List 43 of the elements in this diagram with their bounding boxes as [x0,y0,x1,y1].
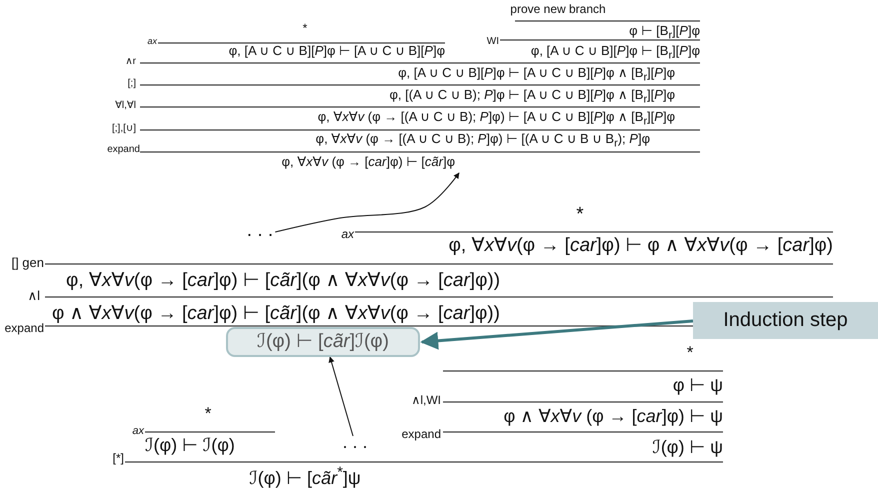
sequent-formula: φ ∧ ∀x∀v (φ → [car]φ) ⊢ ψ [504,406,723,427]
sequent-formula: ℐ(φ) ⊢ [cãr$^{*}$]ψ [249,464,361,488]
sequent-formula: φ ⊢ ψ [672,375,723,396]
rule-name: [;],[∪] [112,123,136,134]
rule-name: ∧l,WI [412,394,441,408]
rule-name: ∀l,∀l [115,100,136,112]
ellipsis: . . . [246,220,274,242]
sequent-formula: φ ∧ ∀x∀v(φ → [car]φ) ⊢ [cãr](φ ∧ ∀x∀v(φ → [car]φ)) [52,303,500,325]
rule-name: ax [341,228,354,242]
star-mark: * [576,204,584,226]
sequent-formula: φ ⊢ [B$_{r}$][P]φ [629,24,700,42]
sequent-formula: φ, [A ∪ C ∪ B][P]φ ⊢ [A ∪ C ∪ B][P]φ [228,44,445,59]
rule-name: ∧l [28,289,40,304]
sequent-formula: φ, [(A ∪ C ∪ B); P]φ ⊢ [A ∪ C ∪ B][P]φ ∧ [B$_{r}$][P]φ [389,88,675,106]
rule-name: WI [486,36,499,48]
sequent-formula: ℐ(φ) ⊢ ℐ(φ) [145,435,235,456]
rule-name: [;] [128,78,136,90]
arrow [274,172,460,233]
rule-name: [] gen [11,256,44,271]
rule-name: [*] [112,452,124,466]
sequent-formula: φ, ∀x∀v (φ → [(A ∪ C ∪ B); P]φ) ⊢ [A ∪ C ∪ B][P]φ ∧ [B$_{r}$][P]φ [318,110,675,128]
ellipsis: . . . [342,432,368,453]
sequent-formula: φ, ∀x∀v(φ → [car]φ) ⊢ [cãr](φ ∧ ∀x∀v(φ → [car]φ)) [66,270,500,292]
rule-name: ∧r [125,56,136,68]
branch-note: prove new branch [510,3,606,17]
sequent-formula: φ, [A ∪ C ∪ B][P]φ ⊢ [B$_{r}$][P]φ [530,44,700,62]
sequent-formula: φ, [A ∪ C ∪ B][P]φ ⊢ [A ∪ C ∪ B][P]φ ∧ [B$_{r}$][P]φ [398,66,675,84]
star-mark: * [686,343,694,363]
callout-box: Induction step [693,302,878,339]
sequent-formula: φ, ∀x∀v(φ → [car]φ) ⊢ φ ∧ ∀x∀v(φ → [car]φ) [448,235,833,257]
rule-name: ax [132,425,144,438]
rule-name: expand [4,322,44,336]
arrow [420,320,694,350]
rule-name: expand [402,428,441,442]
sequent-formula: φ, ∀x∀v (φ → [car]φ) ⊢ [cãr]φ [282,155,455,170]
sequent-formula: ℐ(φ) ⊢ ψ [652,437,723,458]
star-mark: * [302,22,308,36]
sequent-formula: φ, ∀x∀v (φ → [(A ∪ C ∪ B); P]φ) ⊢ [(A ∪ C ∪ B ∪ B$_{r}$); P]φ [316,132,650,150]
arrow [328,356,354,436]
star-mark: * [204,404,212,424]
rule-name: ax [147,36,157,46]
rule-name: expand [107,144,140,156]
highlighted-sequent: ℐ(φ) ⊢ [cãr]ℐ(φ) [226,327,420,357]
